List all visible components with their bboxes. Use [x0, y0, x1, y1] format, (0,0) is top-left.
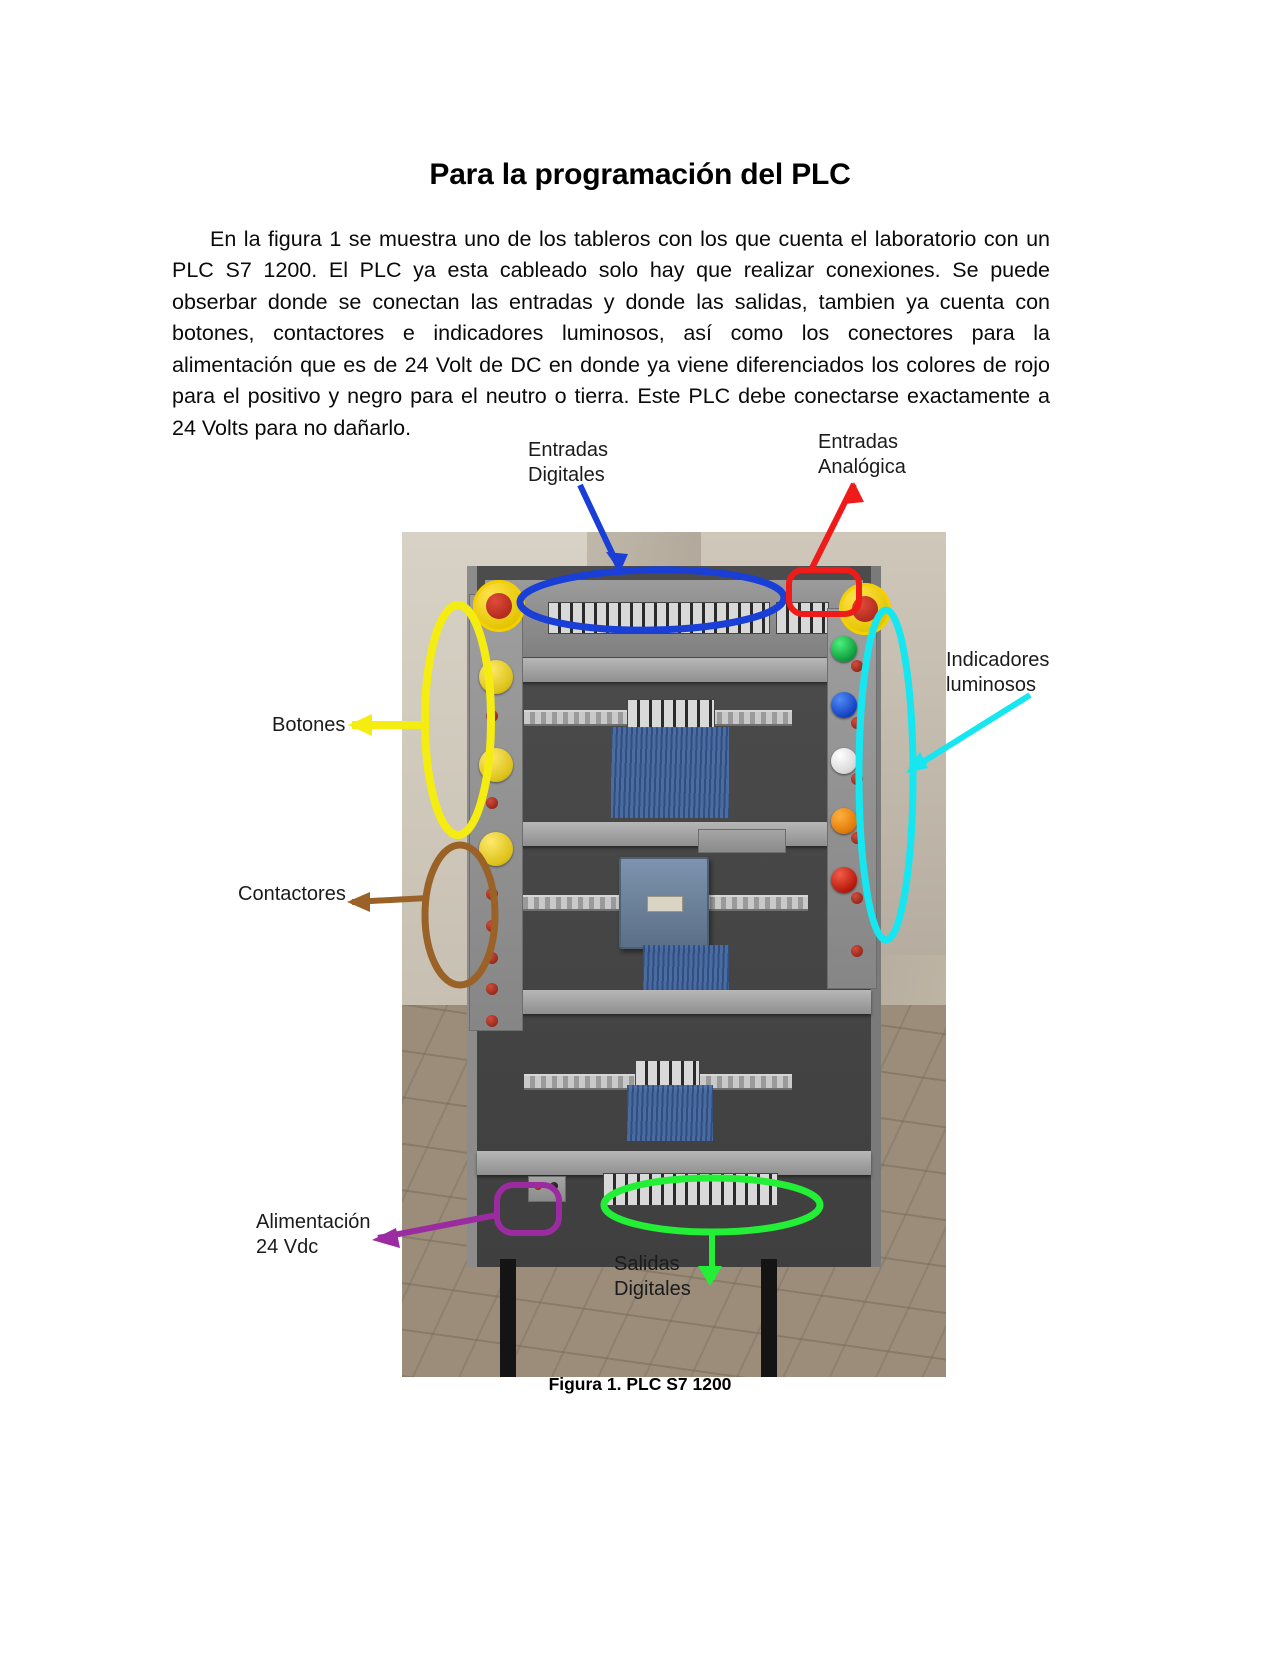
indicator-lamp-green[interactable] — [831, 635, 858, 662]
annotation-label-indicadores-luminosos: Indicadores luminosos — [946, 649, 1050, 696]
annotation-label-salidas-digitales: Salidas Digitales — [614, 1253, 691, 1300]
indicator-lamp-red[interactable] — [831, 867, 858, 894]
arrowhead-alimentacion — [372, 1228, 400, 1248]
power-terminal-negative — [550, 1181, 559, 1190]
annotation-label-contactores: Contactores — [238, 883, 346, 905]
wire-bundle-plc — [642, 944, 730, 994]
figure-1: Entradas Digitales Entradas Analógica In… — [0, 420, 1280, 1420]
contactor-terminal-2 — [485, 951, 498, 964]
indicator-lamp-orange[interactable] — [831, 807, 858, 834]
lamp-terminal-6 — [851, 944, 864, 957]
shelf-top — [477, 658, 871, 683]
contactor-terminal-1 — [485, 919, 498, 932]
annotation-label-entradas-analogica: Entradas Analógica — [818, 431, 906, 478]
arrowhead-botones — [348, 714, 372, 736]
figure-caption: Figura 1. PLC S7 1200 — [548, 1374, 732, 1394]
lamp-terminal-2 — [851, 716, 864, 729]
wire-bundle-1 — [611, 727, 730, 819]
shelf-bottom — [477, 1151, 871, 1176]
lamp-terminal-5 — [851, 891, 864, 904]
annotation-label-entradas-digitales: Entradas Digitales — [528, 439, 609, 486]
plc-front-label — [646, 895, 684, 912]
terminal-block-2 — [634, 1060, 700, 1088]
wire-bundle-2 — [626, 1084, 714, 1141]
analog-input-terminal-strip — [776, 602, 830, 634]
annotation-label-botones: Botones — [272, 714, 346, 736]
plc-s7-1200 — [618, 856, 710, 949]
lamp-terminal-3 — [851, 772, 864, 785]
indicator-lamp-white[interactable] — [831, 748, 858, 775]
power-supply-connector-24vdc — [528, 1175, 566, 1202]
plc-panel-photo — [402, 532, 946, 1377]
indicator-lamp-blue[interactable] — [831, 692, 858, 719]
cabinet-leg-right — [761, 1258, 778, 1377]
page-title: Para la programación del PLC — [429, 158, 851, 192]
shelf-middle-upper — [477, 821, 871, 846]
contactor-terminal-3 — [485, 983, 498, 996]
digital-input-terminal-strip — [548, 602, 771, 634]
cabinet-leg-left — [499, 1258, 516, 1377]
control-cabinet — [467, 565, 892, 1268]
contactor-terminal-4 — [485, 1014, 498, 1027]
indicator-terminal-1 — [485, 709, 498, 722]
annotation-label-alimentacion-24vdc: Alimentación 24 Vdc — [256, 1211, 371, 1258]
left-button-panel — [469, 593, 523, 1031]
arrowhead-entradas-analogica — [844, 482, 864, 504]
power-terminal-positive — [534, 1181, 543, 1190]
digital-output-terminal-strip — [603, 1173, 779, 1206]
shelf-middle-lower — [477, 990, 871, 1014]
terminal-block-1 — [626, 699, 716, 730]
emergency-stop-button-left[interactable] — [473, 579, 526, 632]
label-plate — [697, 828, 787, 854]
body-paragraph: En la figura 1 se muestra uno de los tab… — [172, 226, 1050, 440]
arrowhead-contactores — [347, 892, 370, 912]
